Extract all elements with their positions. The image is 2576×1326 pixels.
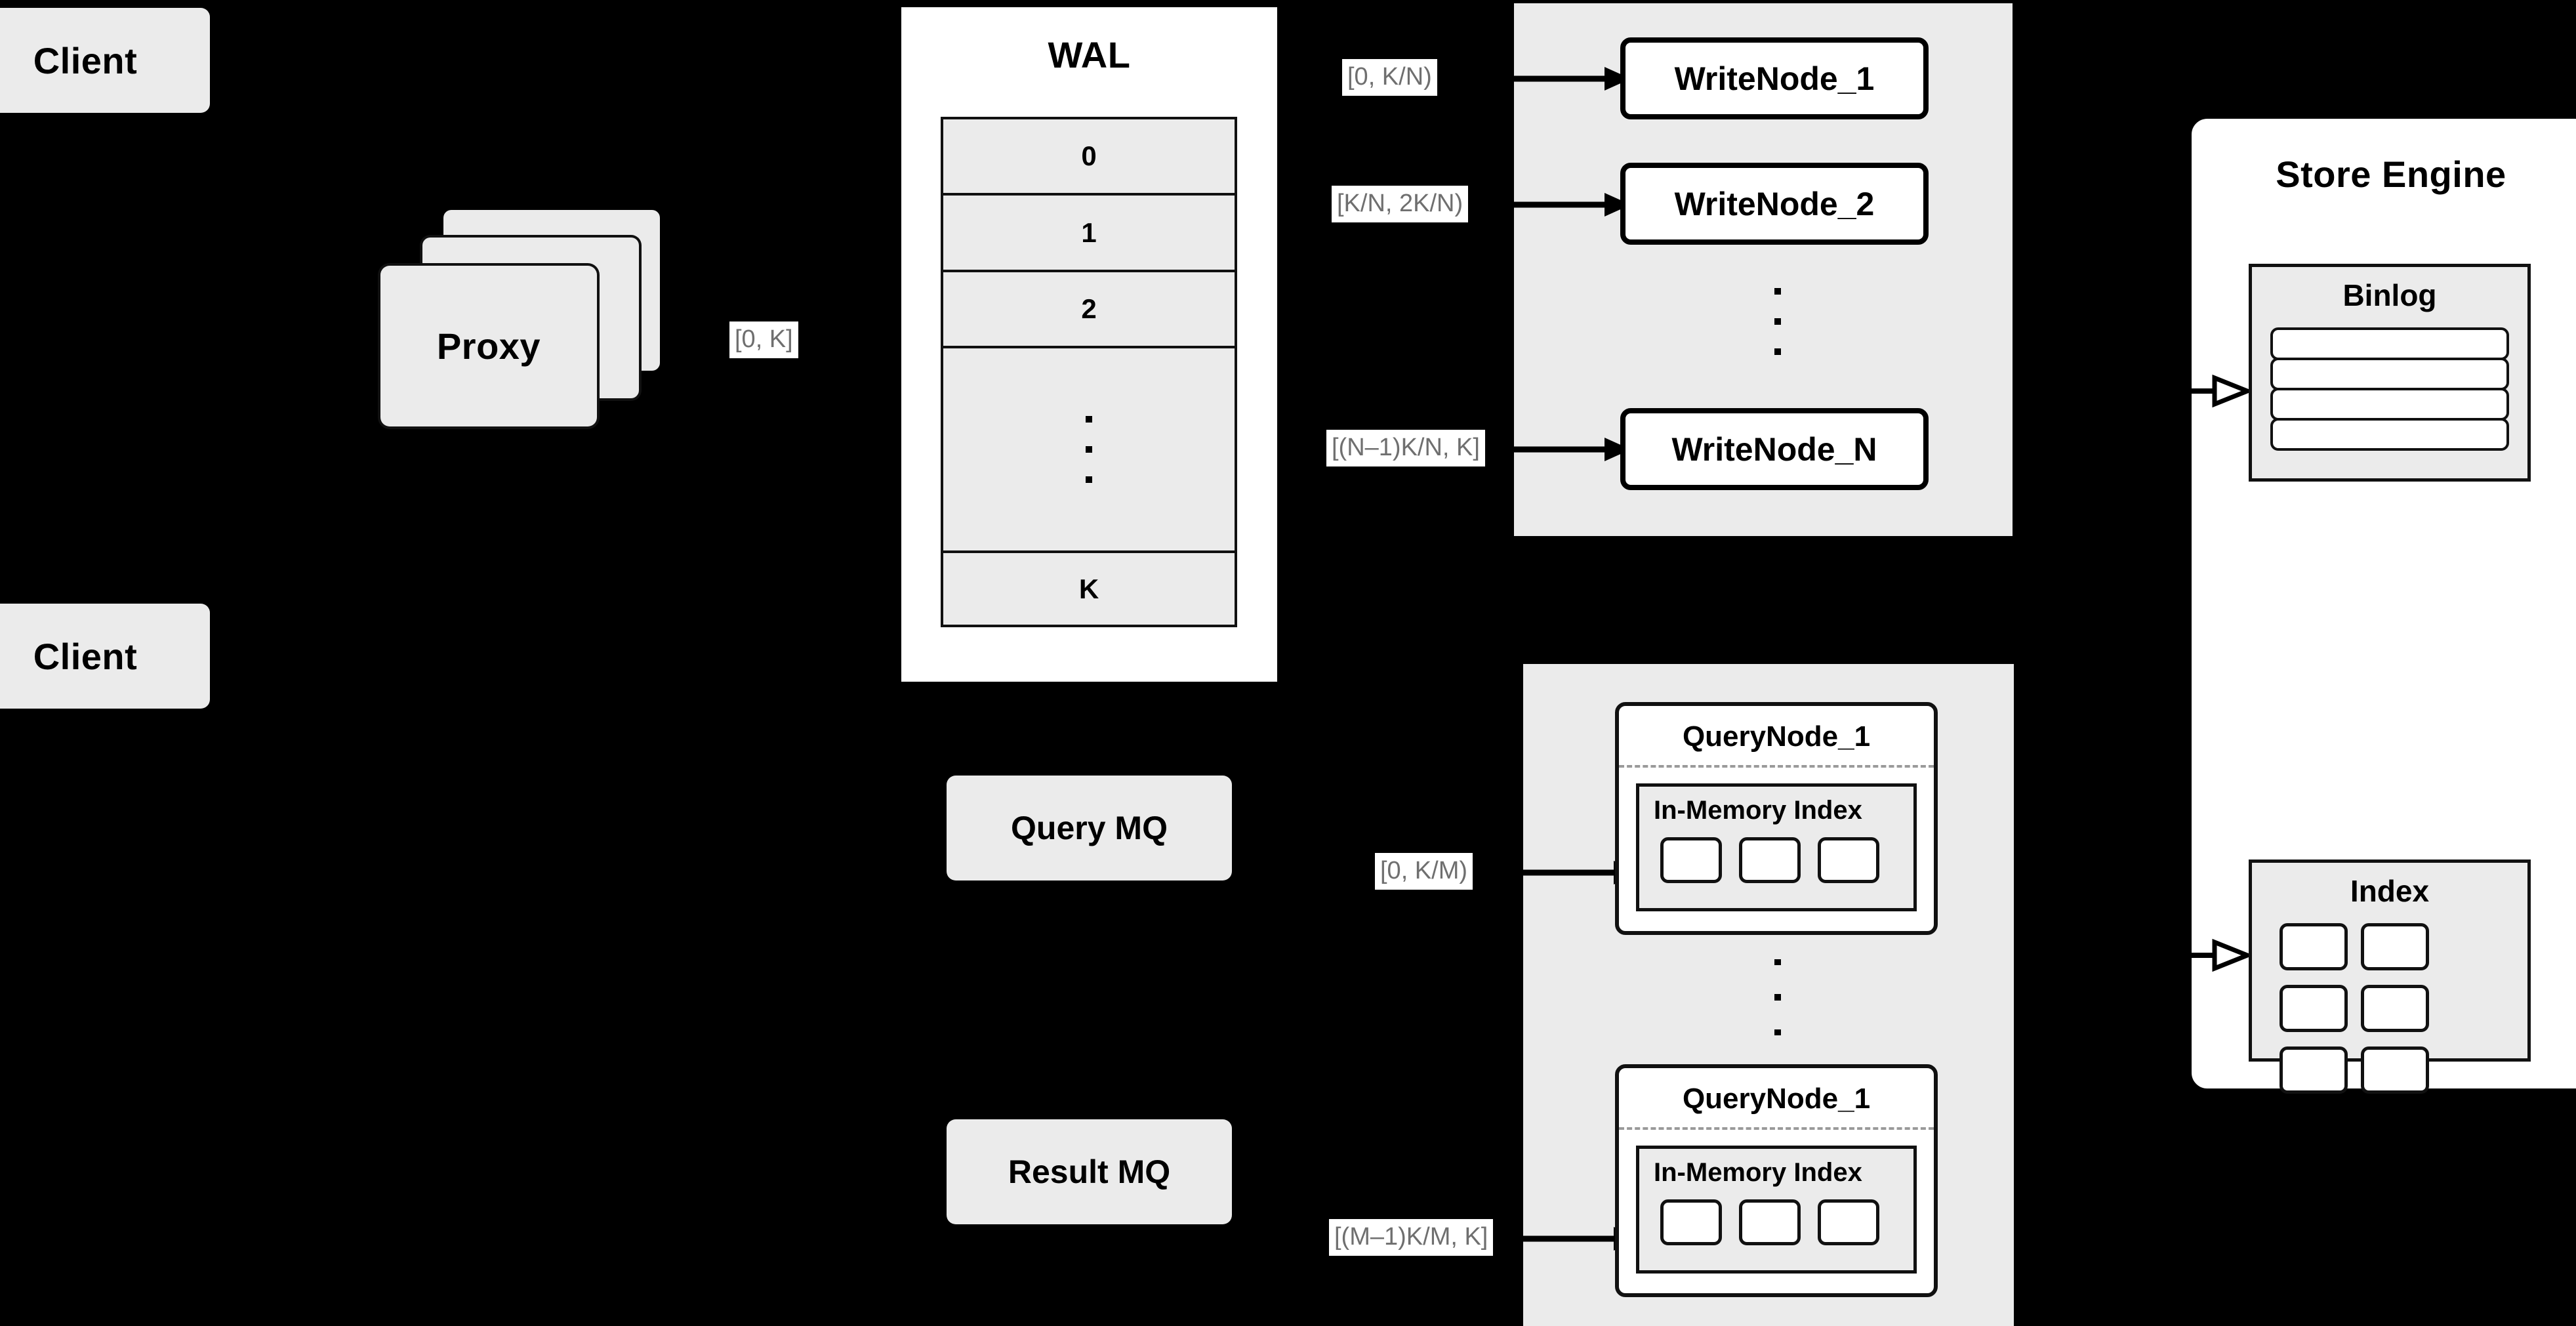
wal-row-label: K	[1078, 573, 1099, 604]
write-node-2[interactable]: WriteNode_2	[1620, 163, 1929, 245]
range-label-text: [0, K/N)	[1342, 59, 1437, 96]
wal-title: WAL	[1048, 34, 1131, 75]
write-cluster-vertical-ellipsis-icon	[1771, 276, 1784, 367]
vertical-ellipsis-icon	[1086, 404, 1092, 495]
write-arrow-2	[1513, 193, 1631, 217]
index-cell[interactable]	[1660, 837, 1722, 883]
wal-row-label: 1	[1081, 217, 1097, 248]
store-index-cell[interactable]	[2280, 1046, 2348, 1094]
in-memory-index-title: In-Memory Index	[1654, 796, 1862, 825]
write-range-label-n: [(N–1)K/N, K]	[1326, 430, 1485, 466]
client-box-1[interactable]: Client	[0, 8, 210, 113]
write-range-label-2: [K/N, 2K/N)	[1332, 186, 1469, 222]
range-label-text: [K/N, 2K/N)	[1332, 186, 1469, 222]
query-node-separator	[1619, 1127, 1934, 1130]
range-label-text: [0, K/M)	[1375, 853, 1473, 890]
binlog-segment[interactable]	[2270, 388, 2509, 421]
range-label-text: [0, K]	[729, 321, 798, 358]
result-mq-box[interactable]: Result MQ	[947, 1119, 1232, 1224]
client-label: Client	[33, 39, 138, 81]
wal-row[interactable]: 2	[943, 272, 1235, 349]
write-node-label: WriteNode_2	[1674, 185, 1875, 222]
proxy-box[interactable]: Proxy	[380, 266, 597, 426]
binlog-panel: Binlog	[2249, 264, 2531, 482]
range-label-text: [(N–1)K/N, K]	[1326, 430, 1485, 466]
store-index-cell[interactable]	[2361, 1046, 2429, 1094]
in-memory-index-panel-2: In-Memory Index	[1636, 1146, 1917, 1274]
wal-row-label: 2	[1081, 293, 1097, 325]
result-mq-label: Result MQ	[1008, 1153, 1171, 1190]
store-engine-title: Store Engine	[2276, 154, 2506, 195]
write-node-n[interactable]: WriteNode_N	[1620, 408, 1929, 490]
binlog-segment[interactable]	[2270, 327, 2509, 360]
wal-table: 0 1 2 K	[941, 117, 1237, 627]
binlog-segment[interactable]	[2270, 358, 2509, 390]
query-mq-label: Query MQ	[1011, 810, 1168, 846]
store-index-cell[interactable]	[2280, 985, 2348, 1032]
store-index-cell[interactable]	[2361, 985, 2429, 1032]
client-label: Client	[33, 635, 138, 677]
store-index-cell[interactable]	[2361, 923, 2429, 970]
index-inflow-arrow-open-icon	[2183, 938, 2254, 972]
wal-row[interactable]: 1	[943, 196, 1235, 272]
write-range-label-1: [0, K/N)	[1342, 59, 1437, 96]
store-index-title: Index	[2350, 874, 2430, 908]
write-node-label: WriteNode_N	[1671, 430, 1877, 468]
query-node-m[interactable]: QueryNode_1 In-Memory Index	[1615, 1064, 1938, 1297]
binlog-inflow-arrow-open-icon	[2183, 374, 2254, 408]
wal-row-ellipsis	[943, 348, 1235, 554]
query-node-1[interactable]: QueryNode_1 In-Memory Index	[1615, 702, 1938, 935]
store-index-cell[interactable]	[2280, 923, 2348, 970]
index-cell[interactable]	[1739, 837, 1801, 883]
range-label-text: [(M–1)K/M, K]	[1329, 1219, 1494, 1256]
client-box-2[interactable]: Client	[0, 604, 210, 709]
proxy-to-wal-range-label: [0, K]	[729, 321, 798, 358]
binlog-segment[interactable]	[2270, 418, 2509, 451]
query-range-label-m: [(M–1)K/M, K]	[1329, 1219, 1494, 1256]
store-index-panel: Index	[2249, 860, 2531, 1094]
index-cell[interactable]	[1660, 1199, 1722, 1245]
wal-row-label: 0	[1081, 140, 1097, 172]
proxy-label: Proxy	[436, 325, 541, 367]
in-memory-index-title: In-Memory Index	[1654, 1158, 1862, 1187]
wal-row[interactable]: 0	[943, 119, 1235, 196]
in-memory-index-panel-1: In-Memory Index	[1636, 783, 1917, 911]
write-node-1[interactable]: WriteNode_1	[1620, 37, 1929, 119]
binlog-title: Binlog	[2342, 278, 2437, 312]
query-mq-box[interactable]: Query MQ	[947, 776, 1232, 881]
query-cluster-vertical-ellipsis-icon	[1771, 945, 1784, 1050]
write-arrow-n	[1513, 438, 1631, 461]
index-cell[interactable]	[1739, 1199, 1801, 1245]
write-node-label: WriteNode_1	[1674, 60, 1875, 97]
wal-row[interactable]: K	[943, 553, 1235, 625]
query-node-separator	[1619, 765, 1934, 768]
query-node-title: QueryNode_1	[1682, 720, 1871, 753]
index-cell[interactable]	[1818, 837, 1879, 883]
proxy-stack[interactable]: Proxy	[380, 210, 682, 433]
query-range-label-1: [0, K/M)	[1375, 853, 1473, 890]
write-arrow-1	[1513, 67, 1631, 91]
query-node-title: QueryNode_1	[1682, 1083, 1871, 1115]
index-cell[interactable]	[1818, 1199, 1879, 1245]
